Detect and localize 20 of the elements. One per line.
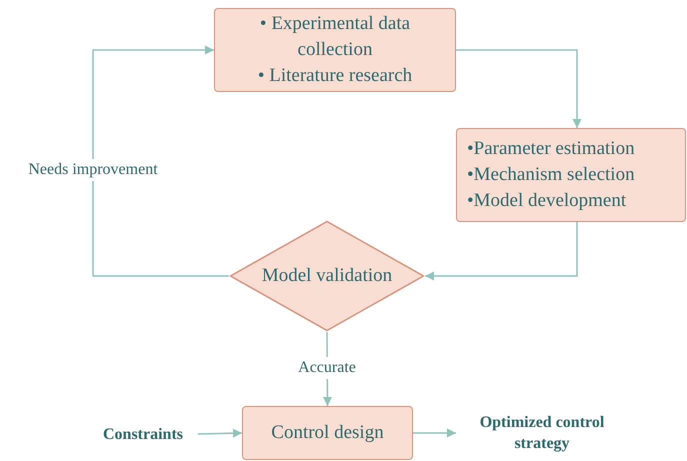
flow-label: Optimized control strategy [478,413,606,454]
arrow [413,428,456,438]
process-box [456,128,686,222]
list-item: • Experimental data collection [258,12,412,62]
list-item: •Model development [467,189,626,213]
node-text: Control design [271,421,384,445]
process-box [242,406,413,460]
list-item: • Literature research [258,64,412,88]
list-item: •Parameter estimation [467,137,635,161]
node-text: Model validation [262,264,392,288]
edge-label: Needs improvement [26,159,160,181]
list-item: •Mechanism selection [467,163,635,187]
edge-label: Accurate [296,357,358,379]
arrow [425,222,578,280]
flow-label: Constraints [102,424,183,444]
arrow [456,49,582,128]
arrow [198,428,242,438]
decision-diamond [229,220,425,332]
process-box [214,8,456,92]
arrow [92,46,229,277]
